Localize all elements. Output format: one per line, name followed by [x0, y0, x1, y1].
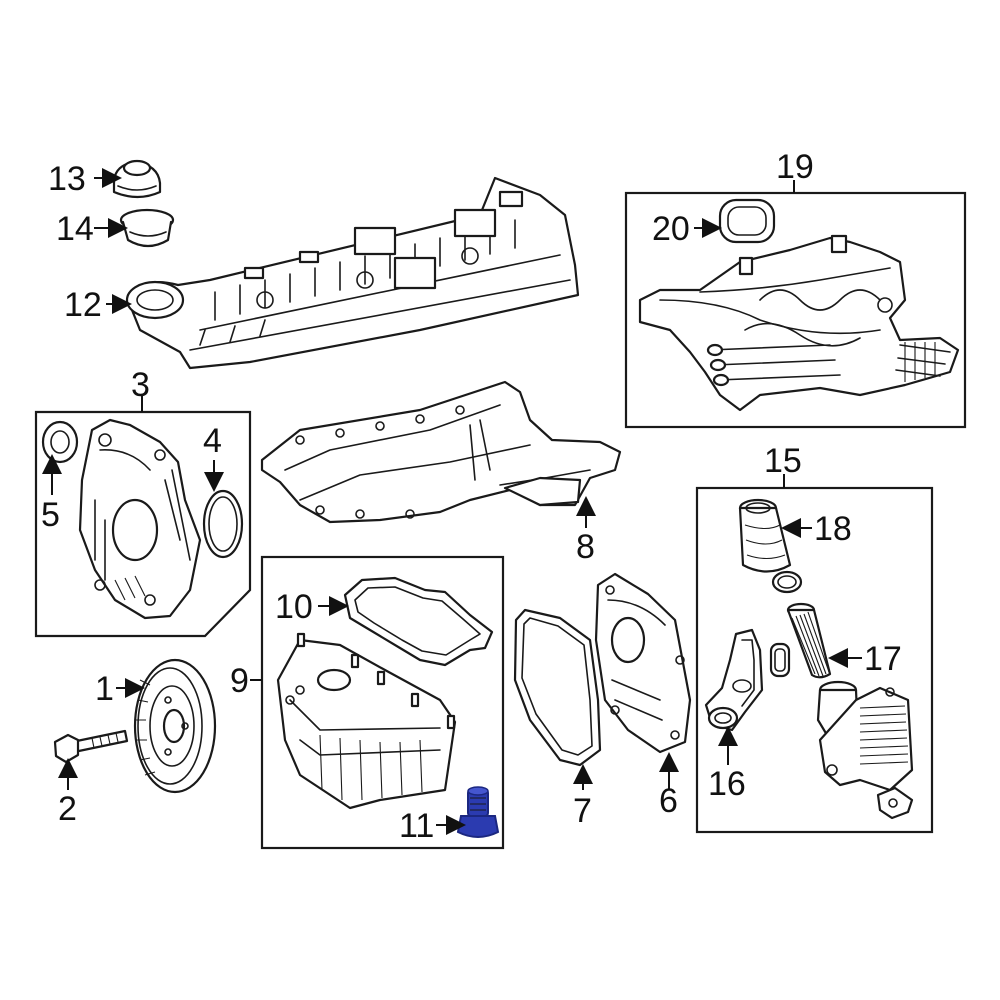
- filter-housing-seal[interactable]: [769, 642, 791, 678]
- callout-2: 2: [58, 790, 77, 828]
- callout-10: 10: [275, 588, 313, 626]
- group-box-9: [260, 555, 505, 850]
- callout-16: 16: [708, 765, 746, 803]
- callout-17: 17: [864, 640, 902, 678]
- group-box-19: [624, 191, 967, 429]
- callout-5: 5: [41, 496, 60, 534]
- part-3-timing-cover[interactable]: [78, 418, 202, 620]
- part-6-rear-cover[interactable]: [594, 572, 692, 754]
- part-1-crank-pulley[interactable]: [133, 658, 217, 794]
- group-box-15: [695, 486, 934, 834]
- part-13-oil-filler-cap[interactable]: [112, 159, 162, 199]
- callout-6: 6: [659, 782, 678, 820]
- callout-8: 8: [576, 528, 595, 566]
- part-20-intake-gasket[interactable]: [718, 198, 776, 244]
- part-12-valve-cover[interactable]: [125, 176, 580, 370]
- callout-19: 19: [776, 148, 814, 186]
- part-4-o-ring[interactable]: [202, 489, 244, 559]
- part-7-cover-gasket[interactable]: [513, 608, 602, 767]
- filter-cap-o-ring[interactable]: [771, 570, 803, 594]
- part-18-filter-cap[interactable]: [738, 498, 792, 573]
- leader-lines: [42, 168, 862, 835]
- callout-15: 15: [764, 442, 802, 480]
- part-16-housing-gasket[interactable]: [704, 628, 764, 732]
- part-14-cap-seal[interactable]: [119, 208, 175, 248]
- callout-13: 13: [48, 160, 86, 198]
- callout-14: 14: [56, 210, 94, 248]
- part-5-front-seal[interactable]: [41, 420, 79, 464]
- part-17-filter-element[interactable]: [786, 602, 832, 679]
- callout-18: 18: [814, 510, 852, 548]
- callout-1: 1: [95, 670, 114, 708]
- part-19-intake-manifold[interactable]: [638, 234, 960, 412]
- callout-4: 4: [203, 422, 222, 460]
- part-9-lower-oil-pan[interactable]: [276, 632, 457, 810]
- part-11-drain-plug[interactable]: [456, 786, 500, 838]
- part-10-pan-gasket[interactable]: [343, 576, 494, 667]
- part-8-upper-oil-pan[interactable]: [260, 380, 622, 524]
- callout-12: 12: [64, 286, 102, 324]
- callout-labels: 13 14 12 3 5 4 8 10 9 11 1 2 7 6 16 17 1…: [41, 148, 902, 845]
- callout-9: 9: [230, 662, 249, 700]
- callout-7: 7: [573, 792, 592, 830]
- part-2-pulley-bolt[interactable]: [53, 729, 129, 764]
- oil-filter-housing-cooler[interactable]: [816, 680, 914, 820]
- callout-3: 3: [131, 366, 150, 404]
- callout-11: 11: [399, 807, 434, 845]
- group-box-3: [34, 410, 252, 638]
- callout-20: 20: [652, 210, 690, 248]
